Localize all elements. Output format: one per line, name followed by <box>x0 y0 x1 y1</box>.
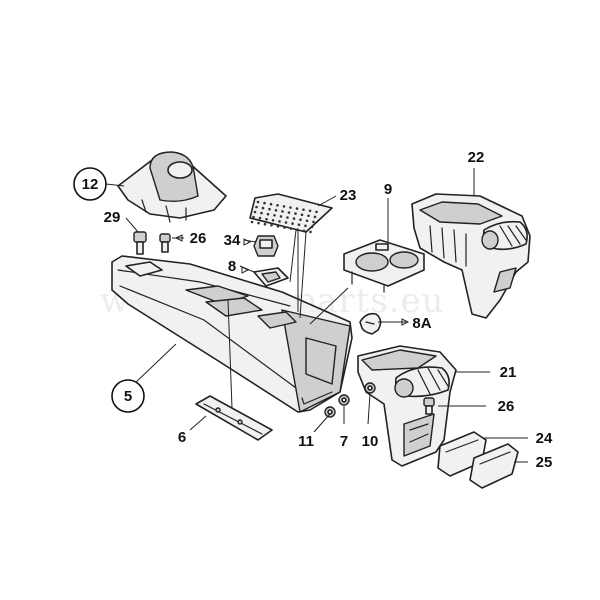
label-5-circle <box>111 379 145 413</box>
mat-hole <box>310 225 314 229</box>
mat-hole <box>255 205 258 209</box>
label-8a: 8A <box>412 315 431 332</box>
label-26-lower: 26 <box>498 398 515 415</box>
mat-hole <box>263 201 266 205</box>
label-8: 8 <box>228 258 236 275</box>
mat-hole <box>268 207 271 211</box>
mat-hole <box>266 212 270 216</box>
mat-hole <box>294 212 297 215</box>
label-10: 10 <box>362 433 379 450</box>
mat-hole <box>261 206 265 210</box>
arrow-8a <box>401 318 410 326</box>
mat-hole <box>274 209 278 212</box>
label-7: 7 <box>340 433 348 450</box>
part-22-rear-console <box>411 193 531 319</box>
mat-hole <box>258 216 262 220</box>
mat-hole <box>253 210 257 214</box>
mat-hole <box>292 217 296 220</box>
mat-hole <box>256 200 260 204</box>
mat-hole <box>273 214 276 217</box>
mat-hole <box>252 215 255 219</box>
part-25-insert <box>469 443 519 489</box>
mat-hole <box>286 216 289 219</box>
label-23: 23 <box>340 187 357 204</box>
part-7-washer <box>338 394 350 406</box>
label-24: 24 <box>536 430 553 447</box>
mat-hole <box>304 224 307 228</box>
mat-hole <box>257 221 260 225</box>
part-23-mat <box>249 193 333 234</box>
mat-hole <box>276 204 279 207</box>
mat-hole <box>281 210 284 213</box>
part-8-bracket <box>253 267 289 287</box>
part-34-clip <box>253 235 279 257</box>
mat-hole <box>291 222 294 225</box>
part-5-console-body <box>111 255 353 413</box>
mat-hole <box>265 217 268 221</box>
mat-hole <box>269 202 273 206</box>
part-6-rail <box>195 395 273 441</box>
part-26-screw-upper <box>159 233 171 253</box>
mat-hole <box>270 224 273 227</box>
part-21-armrest <box>357 345 457 467</box>
label-22: 22 <box>468 149 485 166</box>
label-12-circle <box>73 167 107 201</box>
mat-hole <box>289 206 292 209</box>
label-34: 34 <box>224 232 241 249</box>
part-8a-clip <box>359 312 382 335</box>
mat-hole <box>300 213 304 216</box>
label-6: 6 <box>178 429 186 446</box>
mat-hole <box>282 205 286 208</box>
part-9-cup-holder <box>343 239 425 293</box>
mat-hole <box>308 209 312 213</box>
part-11-nut <box>324 406 336 418</box>
mat-hole <box>284 221 288 224</box>
mat-hole <box>276 225 280 228</box>
label-9: 9 <box>384 181 392 198</box>
mat-hole <box>305 219 309 223</box>
mat-hole <box>295 207 299 210</box>
mat-hole <box>283 226 286 229</box>
part-26-screw-lower <box>423 397 435 415</box>
label-29: 29 <box>104 209 121 226</box>
mat-hole <box>312 220 315 224</box>
part-12-shift-surround <box>117 151 227 223</box>
mat-hole <box>309 230 312 234</box>
arrow-26-upper <box>174 234 183 242</box>
mat-hole <box>307 214 310 218</box>
mat-hole <box>271 219 275 222</box>
arrow-8 <box>241 266 250 274</box>
leader-lines <box>105 168 528 463</box>
mat-hole <box>297 223 301 226</box>
mat-hole <box>260 211 263 215</box>
mat-hole <box>302 208 305 211</box>
mat-hole <box>299 218 302 221</box>
mat-hole <box>279 215 283 218</box>
label-26-upper: 26 <box>190 230 207 247</box>
part-10-plug <box>364 382 376 394</box>
label-25: 25 <box>536 454 553 471</box>
arrow-34 <box>243 238 252 246</box>
label-12: 12 <box>82 176 99 193</box>
mat-hole <box>263 222 267 226</box>
mat-hole <box>250 220 254 224</box>
mat-hole <box>289 227 293 230</box>
label-5: 5 <box>124 388 132 405</box>
mat-hole <box>315 210 318 214</box>
mat-hole <box>313 215 317 219</box>
mat-hole <box>287 211 291 214</box>
mat-hole <box>302 229 306 233</box>
label-11: 11 <box>298 433 314 450</box>
part-29-screw <box>133 231 147 255</box>
mat-hole <box>278 220 281 223</box>
label-21: 21 <box>500 364 517 381</box>
